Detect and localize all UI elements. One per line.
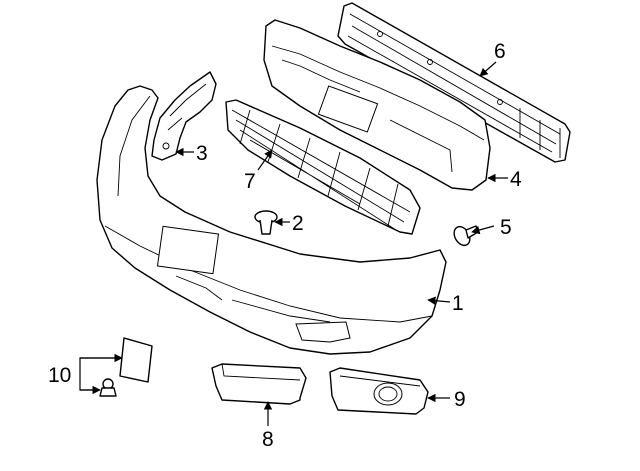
callout-8: 8	[262, 428, 274, 451]
callout-5: 5	[500, 216, 512, 239]
callout-labels: 1 2 3 4 5 6 7 8 9 10	[48, 40, 522, 451]
energy-absorber	[263, 19, 491, 191]
leader-5	[471, 225, 495, 235]
leader-1	[427, 296, 451, 305]
fog-lamp-bezel	[329, 367, 429, 415]
bumper-cover	[96, 85, 447, 355]
plate-and-bolt	[99, 337, 153, 397]
callout-3: 3	[196, 142, 208, 165]
trim-cover	[211, 363, 307, 405]
callout-6: 6	[494, 40, 506, 63]
leader-7	[257, 149, 273, 171]
callout-10: 10	[48, 364, 71, 387]
callout-7: 7	[244, 170, 256, 193]
callout-4: 4	[510, 168, 522, 191]
reinforcement-beam	[337, 2, 571, 163]
push-clip	[254, 210, 278, 235]
lower-grille	[225, 99, 421, 235]
callout-2: 2	[292, 212, 304, 235]
leader-lines	[79, 61, 508, 426]
callout-1: 1	[452, 292, 464, 315]
grommet	[453, 225, 479, 247]
side-bracket	[151, 71, 217, 161]
callout-9: 9	[454, 388, 466, 411]
leader-6	[479, 61, 497, 77]
